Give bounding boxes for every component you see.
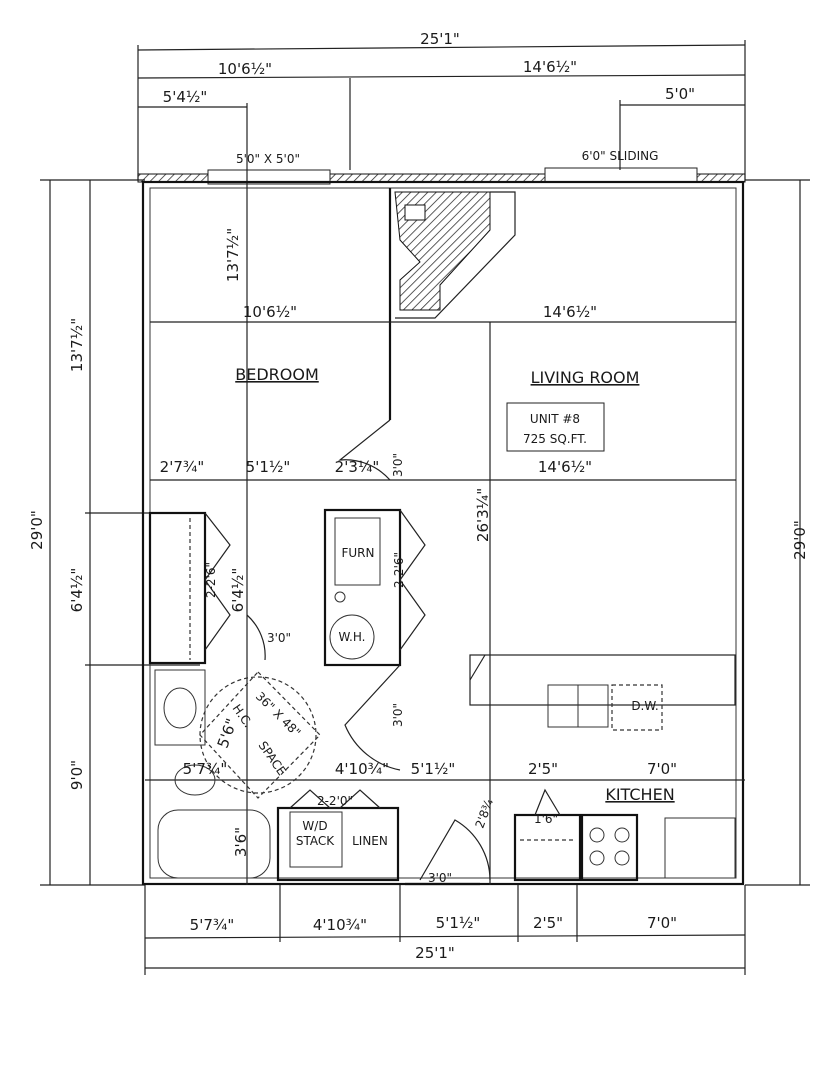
interior-dimensions: 13'7½" 10'6½" 14'6½" 2'7¾" 5'1½" 2'3¼" 3… (160, 228, 677, 885)
dim-laundry-width: 4'10¾" (335, 760, 389, 778)
dim-bath-door: 3'0" (267, 631, 291, 645)
fireplace (394, 191, 516, 319)
dim-living-top: 14'6½" (523, 58, 577, 76)
dim-living-depth: 26'3¼" (474, 488, 492, 542)
window-size-label: 5'0" X 5'0" (236, 152, 300, 166)
living-room-label: LIVING ROOM (531, 368, 640, 387)
wd-label-1: W/D (302, 819, 327, 833)
dim-tub: 3'6" (232, 827, 250, 857)
linen-label: LINEN (352, 834, 388, 848)
unit-number: UNIT #8 (530, 412, 580, 426)
dim-bottom-kitchen: 7'0" (647, 914, 677, 932)
dim-overall-top: 25'1" (420, 30, 460, 48)
dim-closet-doors: 2-2'6" (204, 562, 218, 598)
dim-hall-door: 3'0" (391, 703, 405, 727)
dim-bath-width: 5'7¾" (183, 760, 228, 778)
dim-left-mid: 6'4½" (68, 568, 86, 613)
wd-label-2: STACK (296, 834, 335, 848)
dim-left-upper: 13'7½" (68, 318, 86, 372)
dim-bedroom-depth: 13'7½" (224, 228, 242, 282)
dim-furnace-doors: 2-2'6" (392, 552, 406, 588)
dim-pantry-width: 2'5" (528, 760, 558, 778)
interior-walls (145, 185, 745, 885)
furnace-label: FURN (342, 546, 375, 560)
dim-entry-width: 5'1½" (411, 760, 456, 778)
dishwasher-label: D.W. (631, 699, 658, 713)
dim-living-width: 14'6½" (543, 303, 597, 321)
dim-slider-offset: 5'0" (665, 85, 695, 103)
unit-area: 725 SQ.FT. (523, 432, 587, 446)
hc-size-label: 36" X 48" (253, 689, 304, 740)
dim-laundry-doors: 2-2'0" (317, 794, 353, 808)
bedroom-label: BEDROOM (235, 365, 319, 384)
dim-kitchen-width: 7'0" (647, 760, 677, 778)
dim-pantry-door: 1'6" (534, 812, 558, 826)
kitchen-label: KITCHEN (605, 785, 674, 804)
dim-left-overall: 29'0" (28, 510, 46, 550)
dim-bottom-bath: 5'7¾" (190, 916, 235, 934)
sliding-door-label: 6'0" SLIDING (582, 149, 659, 163)
dim-furnace-door: 3'0" (391, 453, 405, 477)
dim-entry-depth: 2'8¾ (472, 797, 496, 831)
dim-living-width-2: 14'6½" (538, 458, 592, 476)
dim-bedroom-width: 10'6½" (243, 303, 297, 321)
water-heater-label: W.H. (339, 630, 366, 644)
dim-bottom-overall: 25'1" (415, 944, 455, 962)
dim-bottom-laundry: 4'10¾" (313, 916, 367, 934)
dim-bottom-entry: 5'1½" (436, 914, 481, 932)
dim-window-offset: 5'4½" (163, 88, 208, 106)
dim-bottom-pantry: 2'5" (533, 914, 563, 932)
bottom-dimensions: 5'7¾" 4'10¾" 5'1½" 2'5" 7'0" 25'1" (144, 885, 746, 975)
hc-label-2: SPACE (256, 739, 289, 778)
dim-closet-depth: 6'4½" (229, 568, 247, 613)
side-dimensions: 29'0" 13'7½" 6'4½" 9'0" 29'0" (28, 179, 810, 886)
dim-bedroom-top: 10'6½" (218, 60, 272, 78)
dim-hc-diameter: 5'6" (214, 716, 241, 750)
top-dimensions: 25'1" 10'6½" 14'6½" 5'4½" 5'0" 5'0" X 5'… (137, 30, 746, 185)
dim-closet-width: 2'7¾" (160, 458, 205, 476)
dim-entry-door: 3'0" (428, 871, 452, 885)
dim-furnace-width: 2'3¼" (335, 458, 380, 476)
dim-right-overall: 29'0" (791, 520, 809, 560)
dim-left-lower: 9'0" (68, 760, 86, 790)
dim-hall-width: 5'1½" (246, 458, 291, 476)
